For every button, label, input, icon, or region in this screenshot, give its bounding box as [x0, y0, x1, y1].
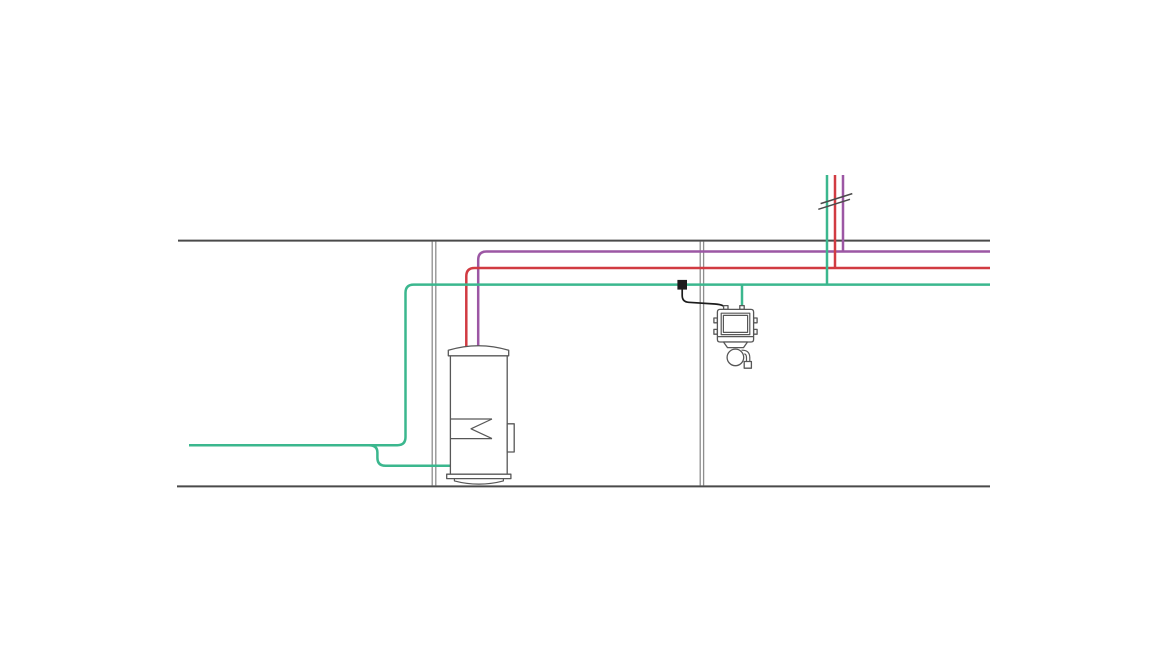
water-heater-base-arc — [453, 478, 504, 485]
hot-water-pipe — [465, 175, 990, 347]
wall-left — [431, 241, 437, 486]
cold-water-pipe-main — [189, 283, 990, 447]
hot-water-pipe-main — [465, 266, 990, 347]
flush-unit-outlet-spout — [743, 360, 753, 369]
circulation-pipe — [476, 175, 990, 347]
pipe-break-icon — [818, 192, 853, 211]
power-junction-box — [677, 279, 687, 290]
flush-unit-display-outer — [720, 312, 751, 336]
water-heater-body — [449, 355, 508, 475]
flush-unit-siphon-trap — [726, 348, 745, 367]
cold-water-pipe-heater-branch — [368, 443, 451, 468]
heating-element-icon — [470, 418, 493, 440]
building-structure — [177, 239, 990, 488]
circulation-pipe-main — [476, 250, 990, 347]
flush-unit-funnel — [722, 341, 749, 349]
wall-right — [699, 241, 705, 486]
water-heater — [446, 345, 515, 485]
water-heater-lid — [447, 345, 510, 357]
flush-unit-siphon-outlet — [741, 349, 751, 362]
flush-unit-box — [716, 308, 755, 343]
flush-unit-display-inner — [722, 314, 749, 333]
water-heater-side-flange — [506, 423, 515, 453]
water-heater-base-band — [446, 473, 512, 480]
flush-unit — [713, 304, 758, 369]
cold-water-pipe — [189, 175, 990, 468]
